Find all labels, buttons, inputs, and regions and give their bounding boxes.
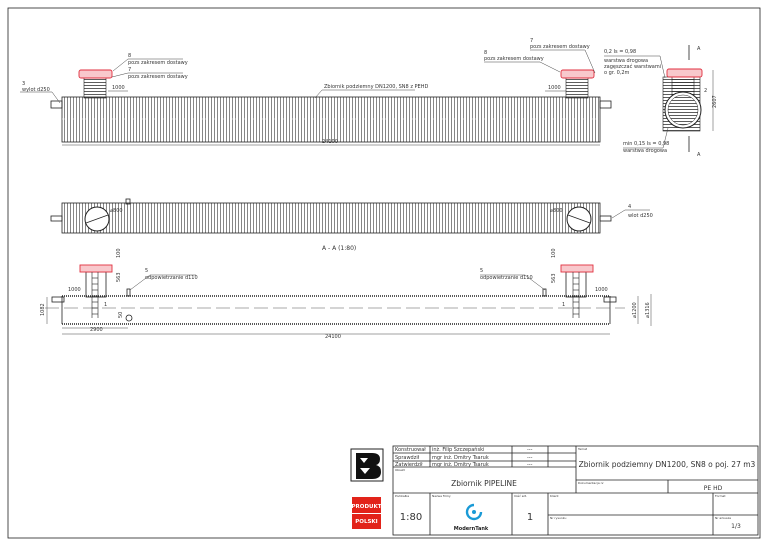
drawing-label: 2607 bbox=[712, 95, 718, 108]
drawing-label: Zbiornik podziemny DN1200, SN8 o poj. 27… bbox=[579, 460, 756, 469]
drawing-label: 1000 bbox=[548, 85, 561, 91]
section-a-a: A - A (1:80) 100 563 5 odpowietrzanie d1… bbox=[40, 245, 652, 340]
moderntank-logo: ModernTank bbox=[454, 503, 489, 532]
drawing-label: PE HD bbox=[704, 485, 723, 492]
drawing-label: Nr arkusza bbox=[715, 516, 731, 520]
drawing-label: 8 bbox=[484, 50, 487, 56]
drawing-label: A - A (1:80) bbox=[322, 245, 356, 252]
manhole-cover-right bbox=[560, 69, 595, 79]
drawing-label: mgr inż. Dmitry Tsaruk bbox=[432, 462, 489, 468]
drawing-label: 1000 bbox=[595, 287, 608, 293]
produkt-polski-badge: PRODUKT POLSKI bbox=[352, 497, 382, 529]
drawing-label: Nazwa firmy bbox=[432, 494, 451, 498]
drawing-label: 0,2 Is = 0,98 bbox=[604, 49, 636, 55]
drawing-label: Ilość szt. bbox=[514, 494, 527, 498]
manhole-left bbox=[83, 77, 107, 99]
drawing-label: 100 bbox=[116, 248, 122, 258]
drawing-label: A bbox=[697, 46, 701, 52]
drawing-label: 563 bbox=[116, 272, 122, 282]
drawing-label: 5 bbox=[145, 268, 148, 274]
sheet-border bbox=[7, 7, 761, 539]
drawing-label: Zbiornik podziemny DN1200, SN8 z PEHD bbox=[324, 84, 428, 90]
drawing-label: Temat bbox=[577, 447, 588, 451]
drawing-label: 1082 bbox=[40, 303, 46, 316]
title-block: Konstruował inż. Filip Szczepański --- S… bbox=[392, 445, 759, 536]
drawing-label: 1000 bbox=[112, 85, 125, 91]
drawing-label: o gr. 0,2m bbox=[604, 70, 630, 76]
drawing-label: Obiekt bbox=[395, 468, 406, 472]
drawing-label: pozs zakresem dostawy bbox=[484, 56, 544, 62]
drawing-label: --- bbox=[527, 447, 533, 453]
drawing-label: wylot d250 bbox=[22, 87, 50, 93]
drawing-label: pozs zakresem dostawy bbox=[128, 74, 188, 80]
manhole-cover-left bbox=[78, 69, 113, 79]
drawing-label: wlot d250 bbox=[628, 213, 653, 219]
drawing-label: inż. Filip Szczepański bbox=[432, 446, 484, 453]
side-cross-view: 0,2 Is = 0,98 warstwa drogowa zagęszczać… bbox=[604, 45, 718, 158]
drawing-label: odpowietrzanie d110 bbox=[480, 275, 533, 281]
drawing-label: Dokumentacja nr bbox=[578, 481, 605, 485]
drawing-label: Podziałka bbox=[395, 494, 409, 498]
drawing-label: 5 bbox=[480, 268, 483, 274]
drawing-label: 1 bbox=[562, 302, 565, 308]
drawing-label: 4 bbox=[628, 204, 631, 210]
drawing-label: warstwa drogowa bbox=[623, 148, 667, 154]
drawing-label: ModernTank bbox=[454, 526, 489, 532]
drawing-label: 7 bbox=[530, 38, 533, 44]
drawing-label: Nr rysunku bbox=[550, 516, 566, 520]
drawing-label: --- bbox=[527, 462, 533, 468]
drawing-label: Sprawdził bbox=[395, 455, 420, 461]
tank-body bbox=[61, 96, 601, 143]
drawing-label: odpowietrzanie d110 bbox=[145, 275, 198, 281]
drawing-label: A bbox=[697, 152, 701, 158]
drawing-label: 100 bbox=[551, 248, 557, 258]
drawing-label: mgr inż. Dmitry Tsaruk bbox=[432, 455, 489, 461]
drawing-label: warstwa drogowa bbox=[604, 58, 648, 64]
drawing-label: PRODUKT bbox=[352, 504, 382, 510]
drawing-label: Konstruował bbox=[395, 447, 426, 453]
drawing-label: 7 bbox=[128, 67, 131, 73]
drawing-label: 50 bbox=[118, 312, 124, 318]
drawing-label: 1 bbox=[527, 512, 533, 523]
drawing-label: 2 bbox=[704, 88, 707, 94]
drawing-label: min 0,15 Is = 0,98 bbox=[623, 141, 669, 147]
drawing-label: 3 bbox=[22, 81, 25, 87]
drawing-label: 563 bbox=[551, 273, 557, 283]
drawing-label: 8 bbox=[128, 53, 131, 59]
drawing-label: 24100 bbox=[325, 334, 341, 340]
drawing-label: Zbiornik PIPELINE bbox=[451, 479, 517, 488]
drawing-label: 1000 bbox=[68, 287, 81, 293]
drawing-label: Klient bbox=[550, 494, 559, 498]
drawing-label: 1/3 bbox=[731, 523, 741, 530]
drawing-label: --- bbox=[527, 455, 533, 461]
drawing-label: zagęszczać warstwami bbox=[604, 63, 661, 70]
drawing-label: pozs zakresem dostawy bbox=[128, 60, 188, 66]
drawing-label: 2900 bbox=[90, 327, 103, 333]
drawing-label: ⌀1316 bbox=[645, 302, 651, 318]
top-elevation-view: 8 pozs zakresem dostawy 7 pozs zakresem … bbox=[20, 38, 612, 146]
drawing-label: 24100 bbox=[322, 139, 338, 145]
b-company-logo bbox=[350, 448, 384, 482]
drawing-label: 1 bbox=[104, 302, 107, 308]
drawing-label: 1:80 bbox=[400, 512, 422, 523]
plan-view: ⌀800 ⌀800 4 wlot d250 bbox=[50, 198, 653, 234]
inlet-pipe bbox=[599, 100, 612, 109]
drawing-label: ⌀1200 bbox=[632, 302, 638, 318]
outlet-pipe bbox=[50, 100, 63, 109]
drawing-label: POLSKI bbox=[355, 519, 377, 525]
drawing-label: pozs zakresem dostawy bbox=[530, 44, 590, 50]
drawing-label: ⌀800 bbox=[550, 208, 563, 214]
drawing-label: Format bbox=[715, 494, 726, 498]
drawing-label: ⌀800 bbox=[110, 208, 123, 214]
drawing-label: Zatwierdził bbox=[395, 462, 423, 468]
manhole-right bbox=[565, 77, 589, 99]
